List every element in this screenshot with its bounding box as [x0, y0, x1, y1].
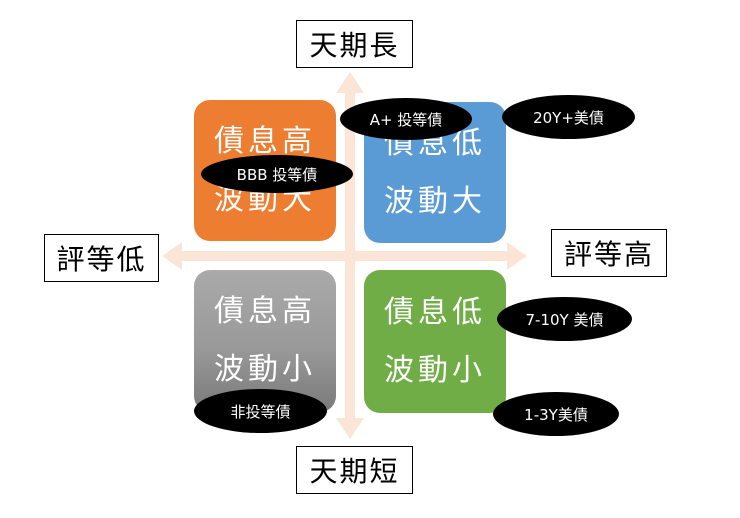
axis-label-long-duration: 天期長 [296, 20, 413, 68]
tag-bbb-investment-grade: BBB 投等債 [201, 155, 353, 193]
quadrant-line1: 債息高 [214, 294, 316, 329]
quadrant-high-yield-low-volatility: 債息高 波動小 [194, 270, 336, 412]
quadrant-line2: 波動小 [214, 352, 316, 387]
axis-label-low-rating: 評等低 [44, 234, 159, 282]
tag-1-3y-treasury: 1-3Y美債 [493, 392, 619, 436]
quadrant-line2: 波動大 [384, 183, 486, 219]
tag-20y-treasury: 20Y+美債 [502, 95, 635, 139]
tag-non-investment-grade: 非投等債 [194, 389, 327, 433]
quadrant-line2: 波動小 [384, 352, 486, 388]
tag-a-plus-investment-grade: A+ 投等債 [340, 98, 472, 140]
horizontal-axis-arrow [162, 242, 527, 270]
axis-arrow-shapes [162, 72, 527, 439]
axis-label-short-duration: 天期短 [296, 446, 413, 494]
quadrant-line1: 債息高 [214, 123, 316, 159]
axis-label-high-rating: 評等高 [551, 229, 667, 277]
quadrant-line1: 債息低 [384, 294, 486, 330]
tag-7-10y-treasury: 7-10Y 美債 [497, 297, 632, 341]
quadrant-low-yield-low-volatility: 債息低 波動小 [364, 270, 506, 413]
